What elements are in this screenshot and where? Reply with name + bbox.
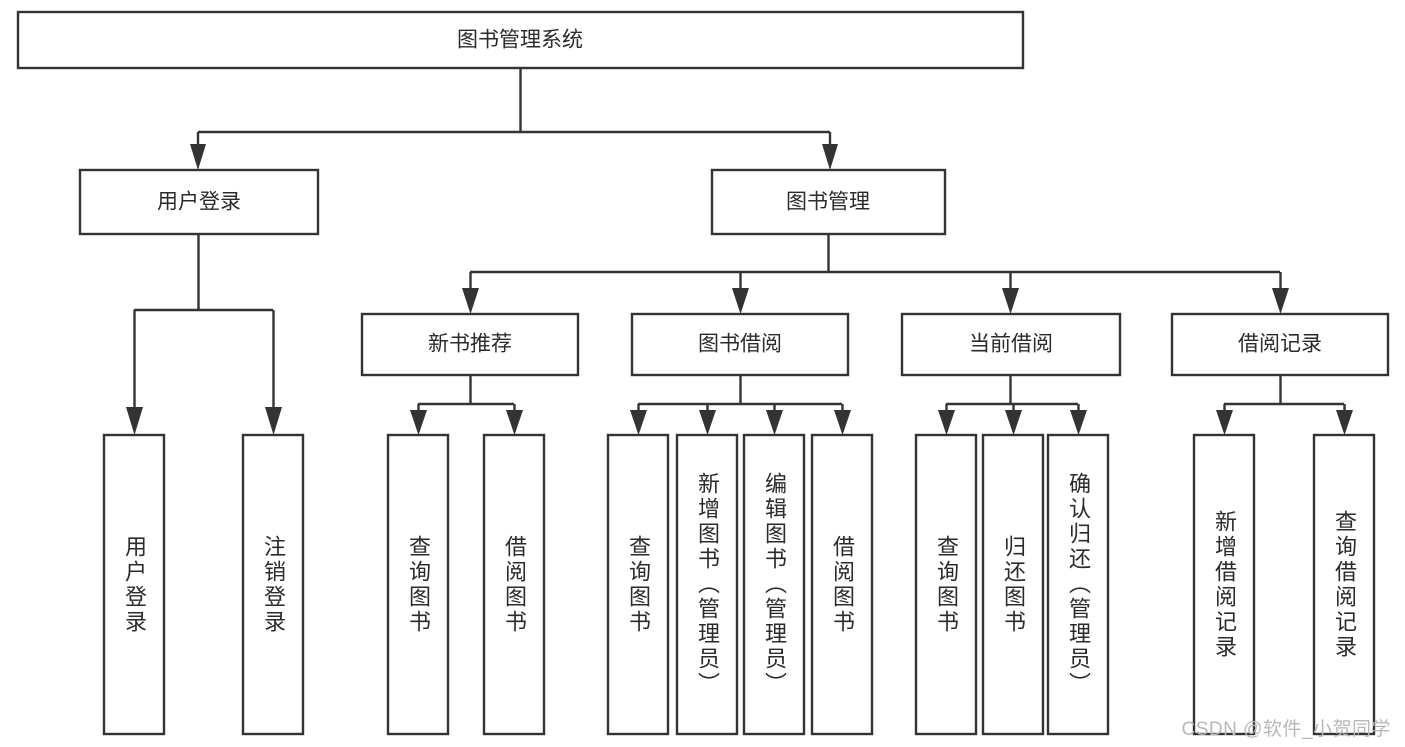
node-leaf-query-record[interactable] xyxy=(1312,433,1376,736)
arrow-head-leaf-return-book xyxy=(1005,410,1022,435)
node-leaf-confirm-return[interactable] xyxy=(1046,433,1110,736)
node-new-book-recommend-label: 新书推荐 xyxy=(428,333,512,356)
connectors xyxy=(126,68,1353,435)
node-borrow-record-label: 借阅记录 xyxy=(1238,333,1322,356)
arrow-head-leaf-user-login xyxy=(126,407,143,435)
arrow-head-leaf-add-record xyxy=(1216,410,1233,435)
arrow-head-book-management xyxy=(822,144,838,170)
node-leaf-return-book[interactable] xyxy=(981,433,1045,736)
node-user-login-label: 用户登录 xyxy=(157,191,241,214)
arrow-head-leaf-query-book-rec xyxy=(410,410,427,435)
arrow-head-user-login xyxy=(190,144,206,170)
node-book-management[interactable]: 图书管理 xyxy=(710,168,947,236)
node-leaf-borrow-book-rec[interactable] xyxy=(482,433,546,736)
node-leaf-query-book[interactable] xyxy=(606,433,670,736)
arrow-head-leaf-confirm-return xyxy=(1070,410,1087,435)
watermark: CSDN @软件_小贺同学 xyxy=(1181,719,1391,740)
node-book-management-label: 图书管理 xyxy=(786,191,870,214)
node-leaf-user-login[interactable] xyxy=(102,433,166,736)
arrow-head-leaf-add-book xyxy=(699,410,716,435)
arrow-head-leaf-query-record xyxy=(1336,410,1353,435)
node-current-borrow[interactable]: 当前借阅 xyxy=(900,312,1122,377)
node-leaf-query-book-rec[interactable] xyxy=(386,433,450,736)
node-book-borrow-label: 图书借阅 xyxy=(698,333,782,356)
node-new-book-recommend[interactable]: 新书推荐 xyxy=(360,312,580,377)
node-leaf-query-book-cur[interactable] xyxy=(914,433,978,736)
node-leaf-add-book[interactable] xyxy=(675,433,739,736)
node-root-label: 图书管理系统 xyxy=(457,29,583,52)
arrow-head-leaf-borrow-book xyxy=(834,410,851,435)
node-leaf-edit-book[interactable] xyxy=(742,433,806,736)
node-leaf-add-record[interactable] xyxy=(1192,433,1256,736)
node-user-login[interactable]: 用户登录 xyxy=(78,168,320,236)
arrow-head-leaf-borrow-book-rec xyxy=(506,410,523,435)
leaf-boxes xyxy=(102,433,1376,736)
arrow-head-leaf-logout xyxy=(265,407,282,435)
arrow-head-leaf-query-book-cur xyxy=(938,410,955,435)
node-leaf-borrow-book[interactable] xyxy=(810,433,874,736)
node-root[interactable]: 图书管理系统 xyxy=(16,10,1025,70)
arrow-head-current-borrow xyxy=(1002,288,1019,314)
arrow-head-new-book-recommend xyxy=(462,288,479,314)
arrow-head-leaf-query-book xyxy=(630,410,647,435)
node-book-borrow[interactable]: 图书借阅 xyxy=(630,312,850,377)
node-current-borrow-label: 当前借阅 xyxy=(969,333,1053,356)
node-borrow-record[interactable]: 借阅记录 xyxy=(1170,312,1390,377)
arrow-head-borrow-record xyxy=(1272,288,1289,314)
arrow-head-book-borrow xyxy=(732,288,749,314)
node-leaf-logout[interactable] xyxy=(241,433,305,736)
arrow-head-leaf-edit-book xyxy=(766,410,783,435)
